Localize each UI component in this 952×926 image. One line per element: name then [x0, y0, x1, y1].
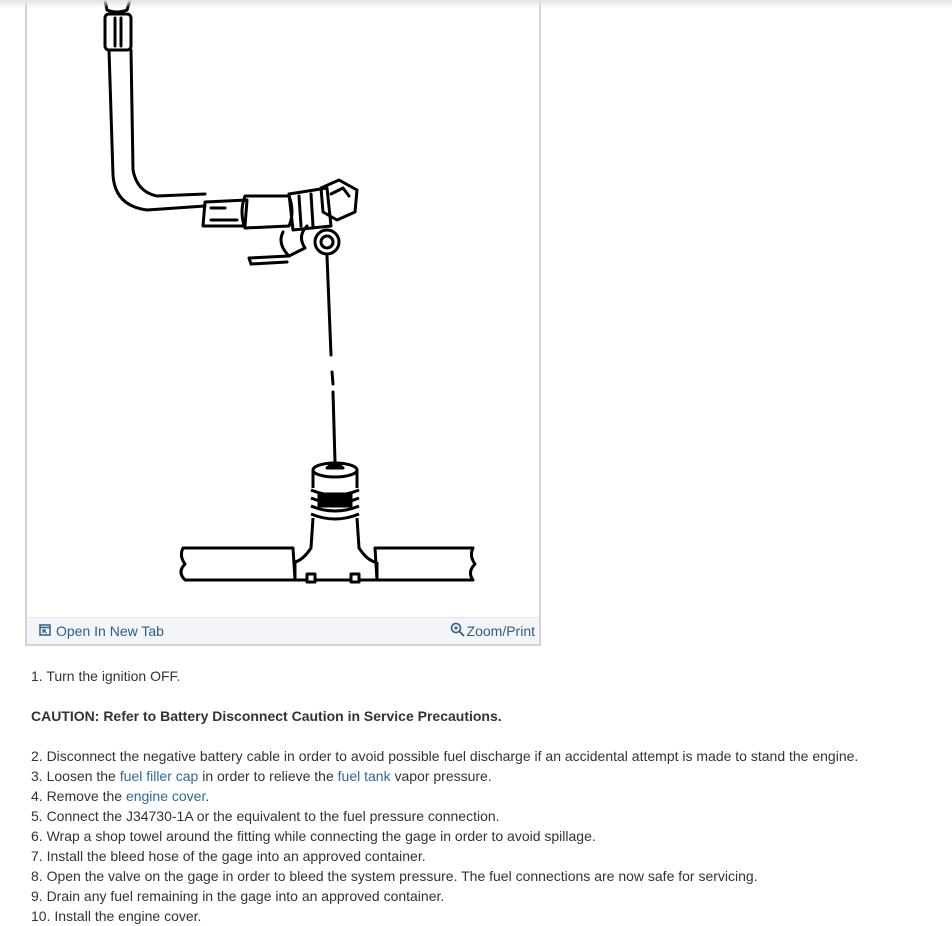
open-in-new-tab-label: Open In New Tab — [56, 623, 164, 639]
open-in-new-tab-icon — [39, 623, 51, 639]
zoom-print-button[interactable]: Zoom/Print — [450, 622, 535, 640]
procedure-steps: 1. Turn the ignition OFF. CAUTION: Refer… — [31, 666, 931, 926]
step-3-text: 3. Loosen the — [31, 768, 120, 784]
step-8: 8. Open the valve on the gage in order t… — [31, 868, 758, 884]
step-1: 1. Turn the ignition OFF. — [31, 668, 181, 684]
step-2: 2. Disconnect the negative battery cable… — [31, 748, 859, 764]
figure-footer-bar: Open In New Tab Zoom/Print — [27, 617, 539, 644]
step-7: 7. Install the bleed hose of the gage in… — [31, 848, 426, 864]
step-10: 10. Install the engine cover. — [31, 908, 202, 924]
step-3-text: in order to relieve the — [198, 768, 338, 784]
caution-note: CAUTION: Refer to Battery Disconnect Cau… — [31, 708, 502, 724]
top-shadow — [0, 0, 952, 8]
step-4-text: 4. Remove the — [31, 788, 126, 804]
step-4: 4. Remove the engine cover. — [31, 786, 931, 806]
fuel-filler-cap-link[interactable]: fuel filler cap — [119, 768, 199, 784]
zoom-in-icon — [450, 622, 465, 640]
fuel-pressure-gage-diagram — [103, 0, 477, 584]
figure-container: Open In New Tab Zoom/Print — [25, 0, 541, 646]
open-in-new-tab-button[interactable]: Open In New Tab — [39, 623, 164, 639]
step-9: 9. Drain any fuel remaining in the gage … — [31, 888, 445, 904]
engine-cover-link[interactable]: engine cover — [125, 788, 206, 804]
step-5: 5. Connect the J34730-1A or the equivale… — [31, 808, 500, 824]
step-3: 3. Loosen the fuel filler cap in order t… — [31, 766, 931, 786]
step-4-text: . — [205, 788, 210, 804]
step-3-text: vapor pressure. — [390, 768, 492, 784]
step-6: 6. Wrap a shop towel around the fitting … — [31, 828, 596, 844]
fuel-tank-link[interactable]: fuel tank — [337, 768, 391, 784]
zoom-print-label: Zoom/Print — [466, 623, 535, 639]
